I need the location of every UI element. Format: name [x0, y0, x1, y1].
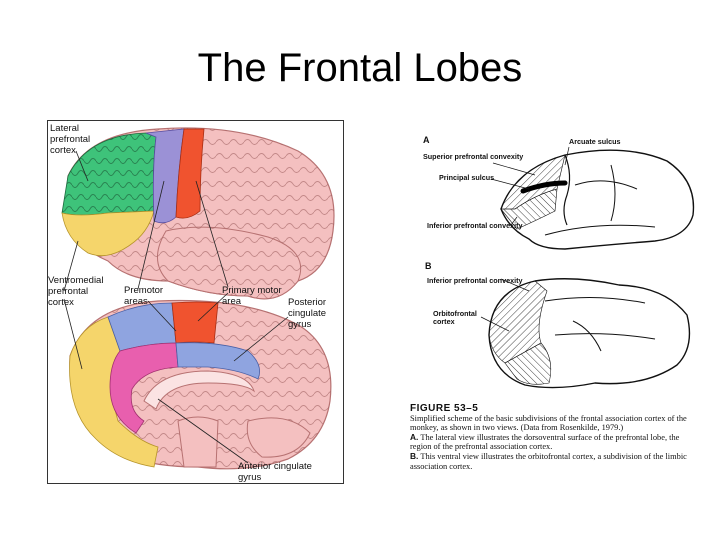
arcuate-sulcus-line	[563, 154, 571, 226]
label-arcuate-sulcus: Arcuate sulcus	[569, 137, 621, 146]
caption-a-text: The lateral view illustrates the dorsove…	[410, 432, 680, 452]
inferior-convexity-b-hatch	[504, 342, 552, 385]
lateral-brain-view	[61, 127, 335, 300]
label-primary-motor: Primary motor area	[222, 285, 282, 307]
anterior-cingulate-region	[109, 342, 179, 434]
caption-b-text: This ventral view illustrates the orbito…	[410, 451, 687, 471]
label-premotor-areas: Premotor areas	[124, 285, 164, 307]
principal-sulcus-mark	[520, 180, 568, 194]
monkey-ventral-view	[480, 278, 691, 389]
brainstem	[177, 416, 219, 468]
label-inferior-convexity-a: Inferior prefrontal convexity	[427, 221, 523, 230]
slide-title: The Frontal Lobes	[197, 46, 523, 90]
cerebellum	[246, 417, 311, 458]
monkey-brain-figure: A Arcuate sulcus Superior prefrontal con…	[405, 125, 705, 505]
ventromedial-lateral-region	[61, 210, 155, 257]
caption-line-1: Simplified scheme of the basic subdivisi…	[410, 413, 687, 433]
label-anterior-cingulate: Anterior cingulate gyrus	[238, 461, 312, 483]
label-orbitofrontal-cortex: Orbitofrontal cortex	[433, 309, 477, 326]
label-principal-sulcus: Principal sulcus	[439, 173, 495, 182]
label-inferior-convexity-b: Inferior prefrontal convexity	[427, 276, 523, 285]
view-a-letter: A	[423, 135, 430, 145]
orbitofrontal-hatch	[488, 280, 548, 364]
view-b-letter: B	[425, 261, 432, 271]
label-superior-convexity: Superior prefrontal convexity	[423, 152, 524, 161]
human-brain-illustration	[61, 127, 335, 470]
primary-motor-lateral-region	[175, 128, 205, 219]
caption-b-key: B.	[410, 450, 419, 461]
corpus-callosum	[143, 370, 256, 410]
caption-figure-number: FIGURE 53–5	[410, 403, 479, 414]
medial-brain-view	[69, 299, 332, 470]
label-posterior-cingulate: Posterior cingulate gyrus	[288, 297, 327, 330]
inferior-convexity-hatch	[500, 188, 558, 230]
monkey-brain-diagrams	[480, 146, 695, 389]
posterior-cingulate-region	[175, 342, 261, 380]
leader-lines	[63, 150, 289, 464]
monkey-lateral-view	[490, 146, 695, 250]
caption-a-key: A.	[410, 431, 419, 442]
label-lateral-prefrontal: Lateral prefrontal cortex	[50, 123, 91, 156]
primary-motor-medial-region	[171, 301, 219, 344]
human-brain-figure: Lateral prefrontal cortex Ventromedial p…	[47, 120, 344, 484]
figure-caption: FIGURE 53–5 Simplified scheme of the bas…	[410, 404, 690, 471]
label-ventromedial-prefrontal: Ventromedial prefrontal cortex	[48, 275, 104, 308]
